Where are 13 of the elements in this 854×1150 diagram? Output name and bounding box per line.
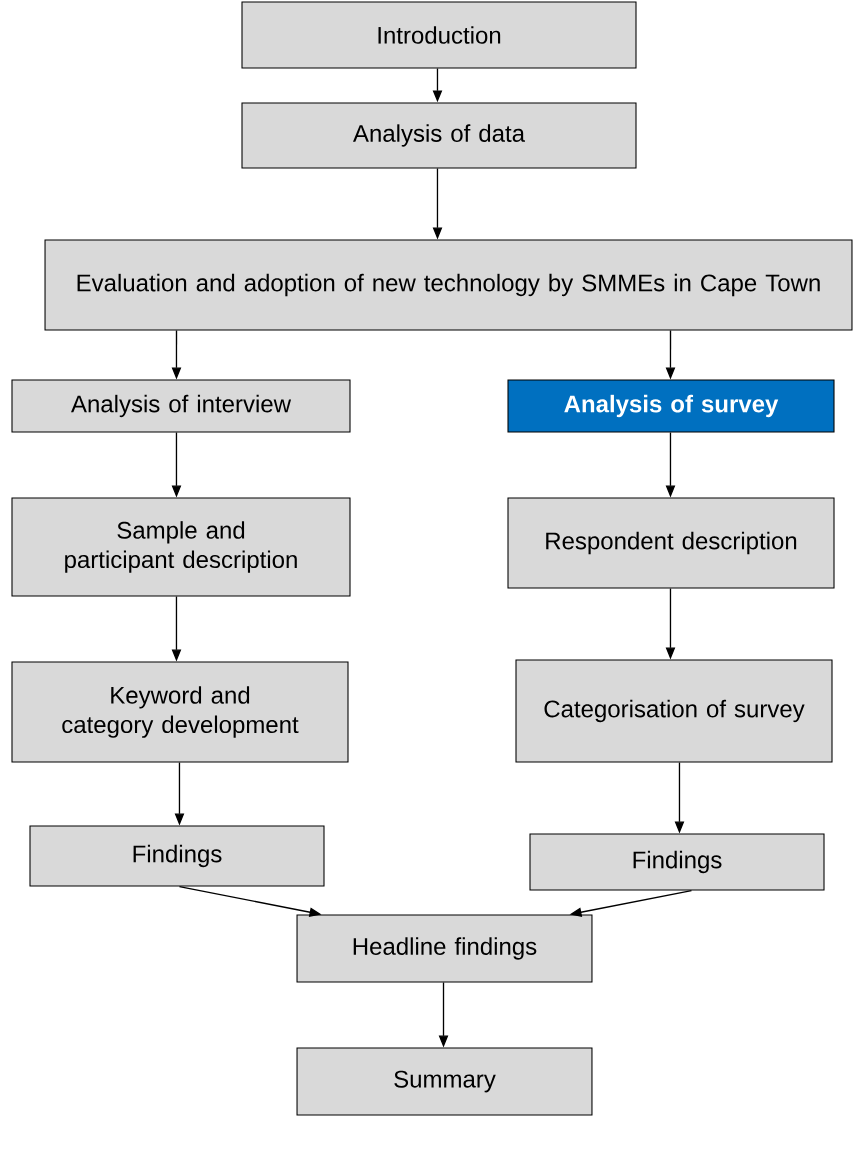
process-box: Introduction: [241, 1, 637, 69]
process-box: Summary: [296, 1047, 593, 1116]
process-box: Analysis of survey: [507, 379, 835, 433]
process-box: Evaluation and adoption of new technology by SMMEs in Cape Town: [44, 239, 853, 331]
process-box: Sample and participant description: [11, 497, 351, 597]
process-box: Keyword and category development: [11, 661, 349, 763]
process-box: Categorisation of survey: [515, 659, 833, 763]
process-box: Respondent description: [507, 497, 835, 589]
process-box: Headline findings: [296, 914, 593, 983]
process-box: Analysis of interview: [11, 379, 351, 433]
process-box: Findings: [29, 825, 325, 887]
process-box: Analysis of data: [241, 102, 637, 169]
process-box: Findings: [529, 833, 825, 891]
